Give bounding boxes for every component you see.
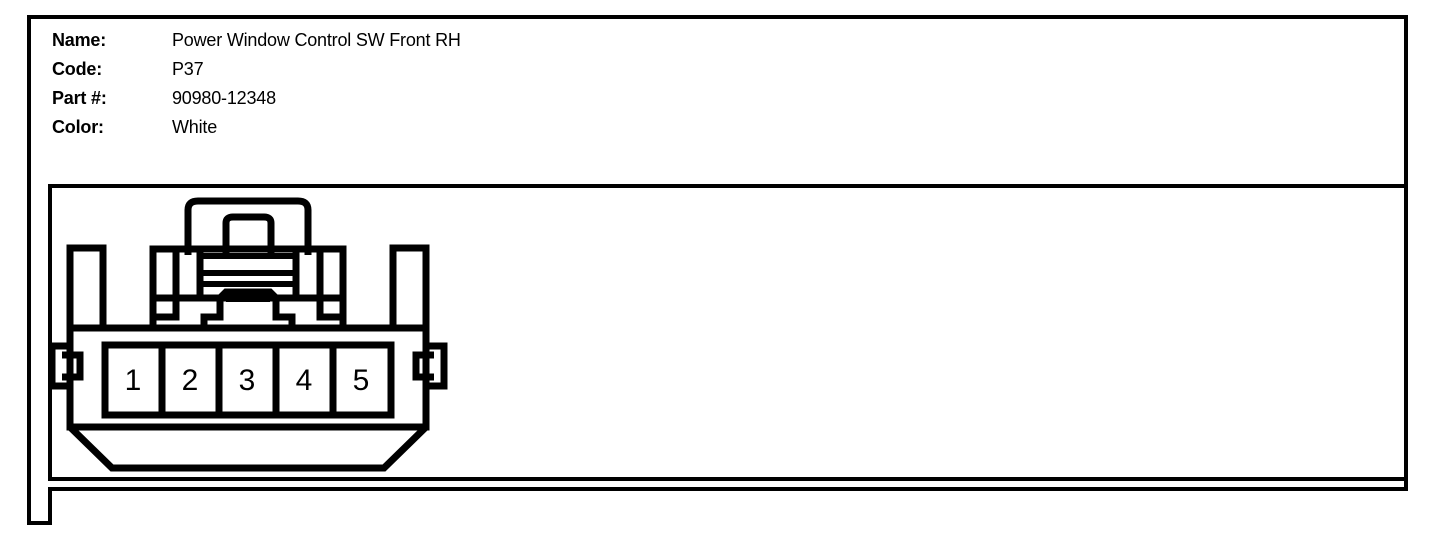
diagram-panel bbox=[48, 184, 1408, 481]
info-value-color: White bbox=[172, 117, 218, 137]
footer-strip bbox=[48, 487, 1408, 525]
connector-housing bbox=[48, 324, 448, 472]
connector-latch bbox=[184, 197, 312, 255]
info-label-part-number: Part #: bbox=[52, 88, 107, 108]
info-label-code: Code: bbox=[52, 59, 102, 79]
pin-number-2: 2 bbox=[182, 364, 199, 397]
info-row-code: Code: P37 bbox=[52, 55, 952, 84]
info-value-part-number: 90980-12348 bbox=[172, 88, 276, 108]
pin-number-1: 1 bbox=[125, 364, 142, 397]
info-row-name: Name: Power Window Control SW Front RH bbox=[52, 26, 952, 55]
connector-upper-body bbox=[66, 244, 430, 328]
pin-number-4: 4 bbox=[296, 364, 313, 397]
diagram-panel-right-edge bbox=[1404, 184, 1408, 481]
info-label-color: Color: bbox=[52, 117, 104, 137]
connector-diagram: 1 2 3 4 5 bbox=[48, 197, 448, 472]
info-row-part-number: Part #: 90980-12348 bbox=[52, 84, 952, 113]
info-value-name: Power Window Control SW Front RH bbox=[172, 30, 461, 50]
pin-row: 1 2 3 4 5 bbox=[101, 341, 395, 419]
info-value-code: P37 bbox=[172, 59, 204, 79]
info-row-color: Color: White bbox=[52, 113, 952, 142]
pin-number-3: 3 bbox=[239, 364, 256, 397]
connector-info-block: Name: Power Window Control SW Front RH C… bbox=[52, 26, 952, 142]
info-label-name: Name: bbox=[52, 30, 107, 50]
pin-number-5: 5 bbox=[353, 364, 370, 397]
